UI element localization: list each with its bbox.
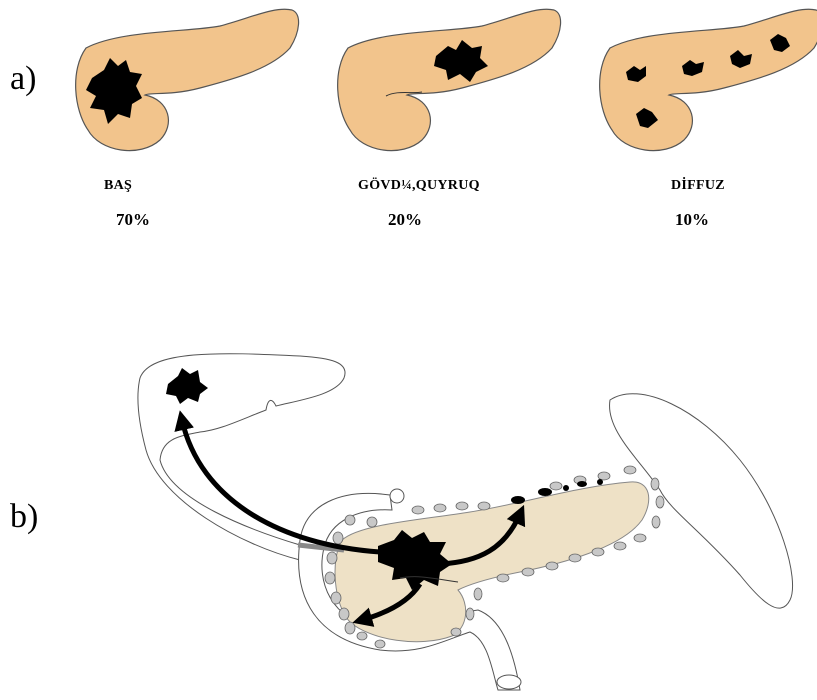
tumor-spread-node	[538, 488, 552, 496]
lymph-node	[466, 608, 474, 620]
lymph-node	[474, 588, 482, 600]
lymph-node	[550, 482, 562, 490]
lymph-node	[434, 504, 446, 512]
panel-label-b: b)	[10, 500, 38, 534]
lymph-node	[333, 532, 343, 544]
lymph-node	[367, 517, 377, 527]
tumor-spread-node	[597, 479, 603, 485]
tumor-spread-node	[511, 496, 525, 504]
lymph-node	[357, 632, 367, 640]
caption-head: BAŞ	[104, 178, 132, 194]
pancreas-organ	[338, 9, 561, 150]
lymph-node	[497, 574, 509, 582]
tumor-spread-node	[563, 485, 569, 491]
caption-body-tail: GÖVD¼,QUYRUQ	[358, 178, 480, 194]
lymph-node	[451, 628, 461, 636]
lymph-node	[651, 478, 659, 490]
lymph-node	[652, 516, 660, 528]
percent-diffuse: 10%	[675, 210, 709, 230]
pancreas-body-tail-tumor-diagram	[338, 9, 561, 150]
lymph-node	[345, 622, 355, 634]
lymph-node	[375, 640, 385, 648]
percent-head: 70%	[116, 210, 150, 230]
lymph-node	[331, 592, 341, 604]
metastasis-arrow-to-liver	[182, 420, 380, 552]
lymph-node	[624, 466, 636, 474]
lymph-node	[522, 568, 534, 576]
pancreas-diffuse-tumor-diagram	[600, 9, 817, 150]
lymph-node	[569, 554, 581, 562]
lymph-node	[345, 515, 355, 525]
lymph-node	[456, 502, 468, 510]
pancreas-head-tumor-diagram	[76, 9, 299, 150]
lymph-node	[412, 506, 424, 514]
lymph-node	[325, 572, 335, 584]
tumor-spread-node	[577, 481, 587, 487]
lymph-node	[634, 534, 646, 542]
bile-duct-opening	[390, 489, 404, 503]
lymph-node	[598, 472, 610, 480]
lymph-node	[592, 548, 604, 556]
lymph-node	[546, 562, 558, 570]
lymph-node	[614, 542, 626, 550]
lymph-node	[327, 552, 337, 564]
percent-body-tail: 20%	[388, 210, 422, 230]
lymph-node	[478, 502, 490, 510]
jejunum-opening	[497, 675, 521, 689]
panel-label-a: a)	[10, 62, 36, 96]
lymph-node	[339, 608, 349, 620]
lymph-node	[656, 496, 664, 508]
caption-diffuse: DİFFUZ	[671, 178, 725, 194]
